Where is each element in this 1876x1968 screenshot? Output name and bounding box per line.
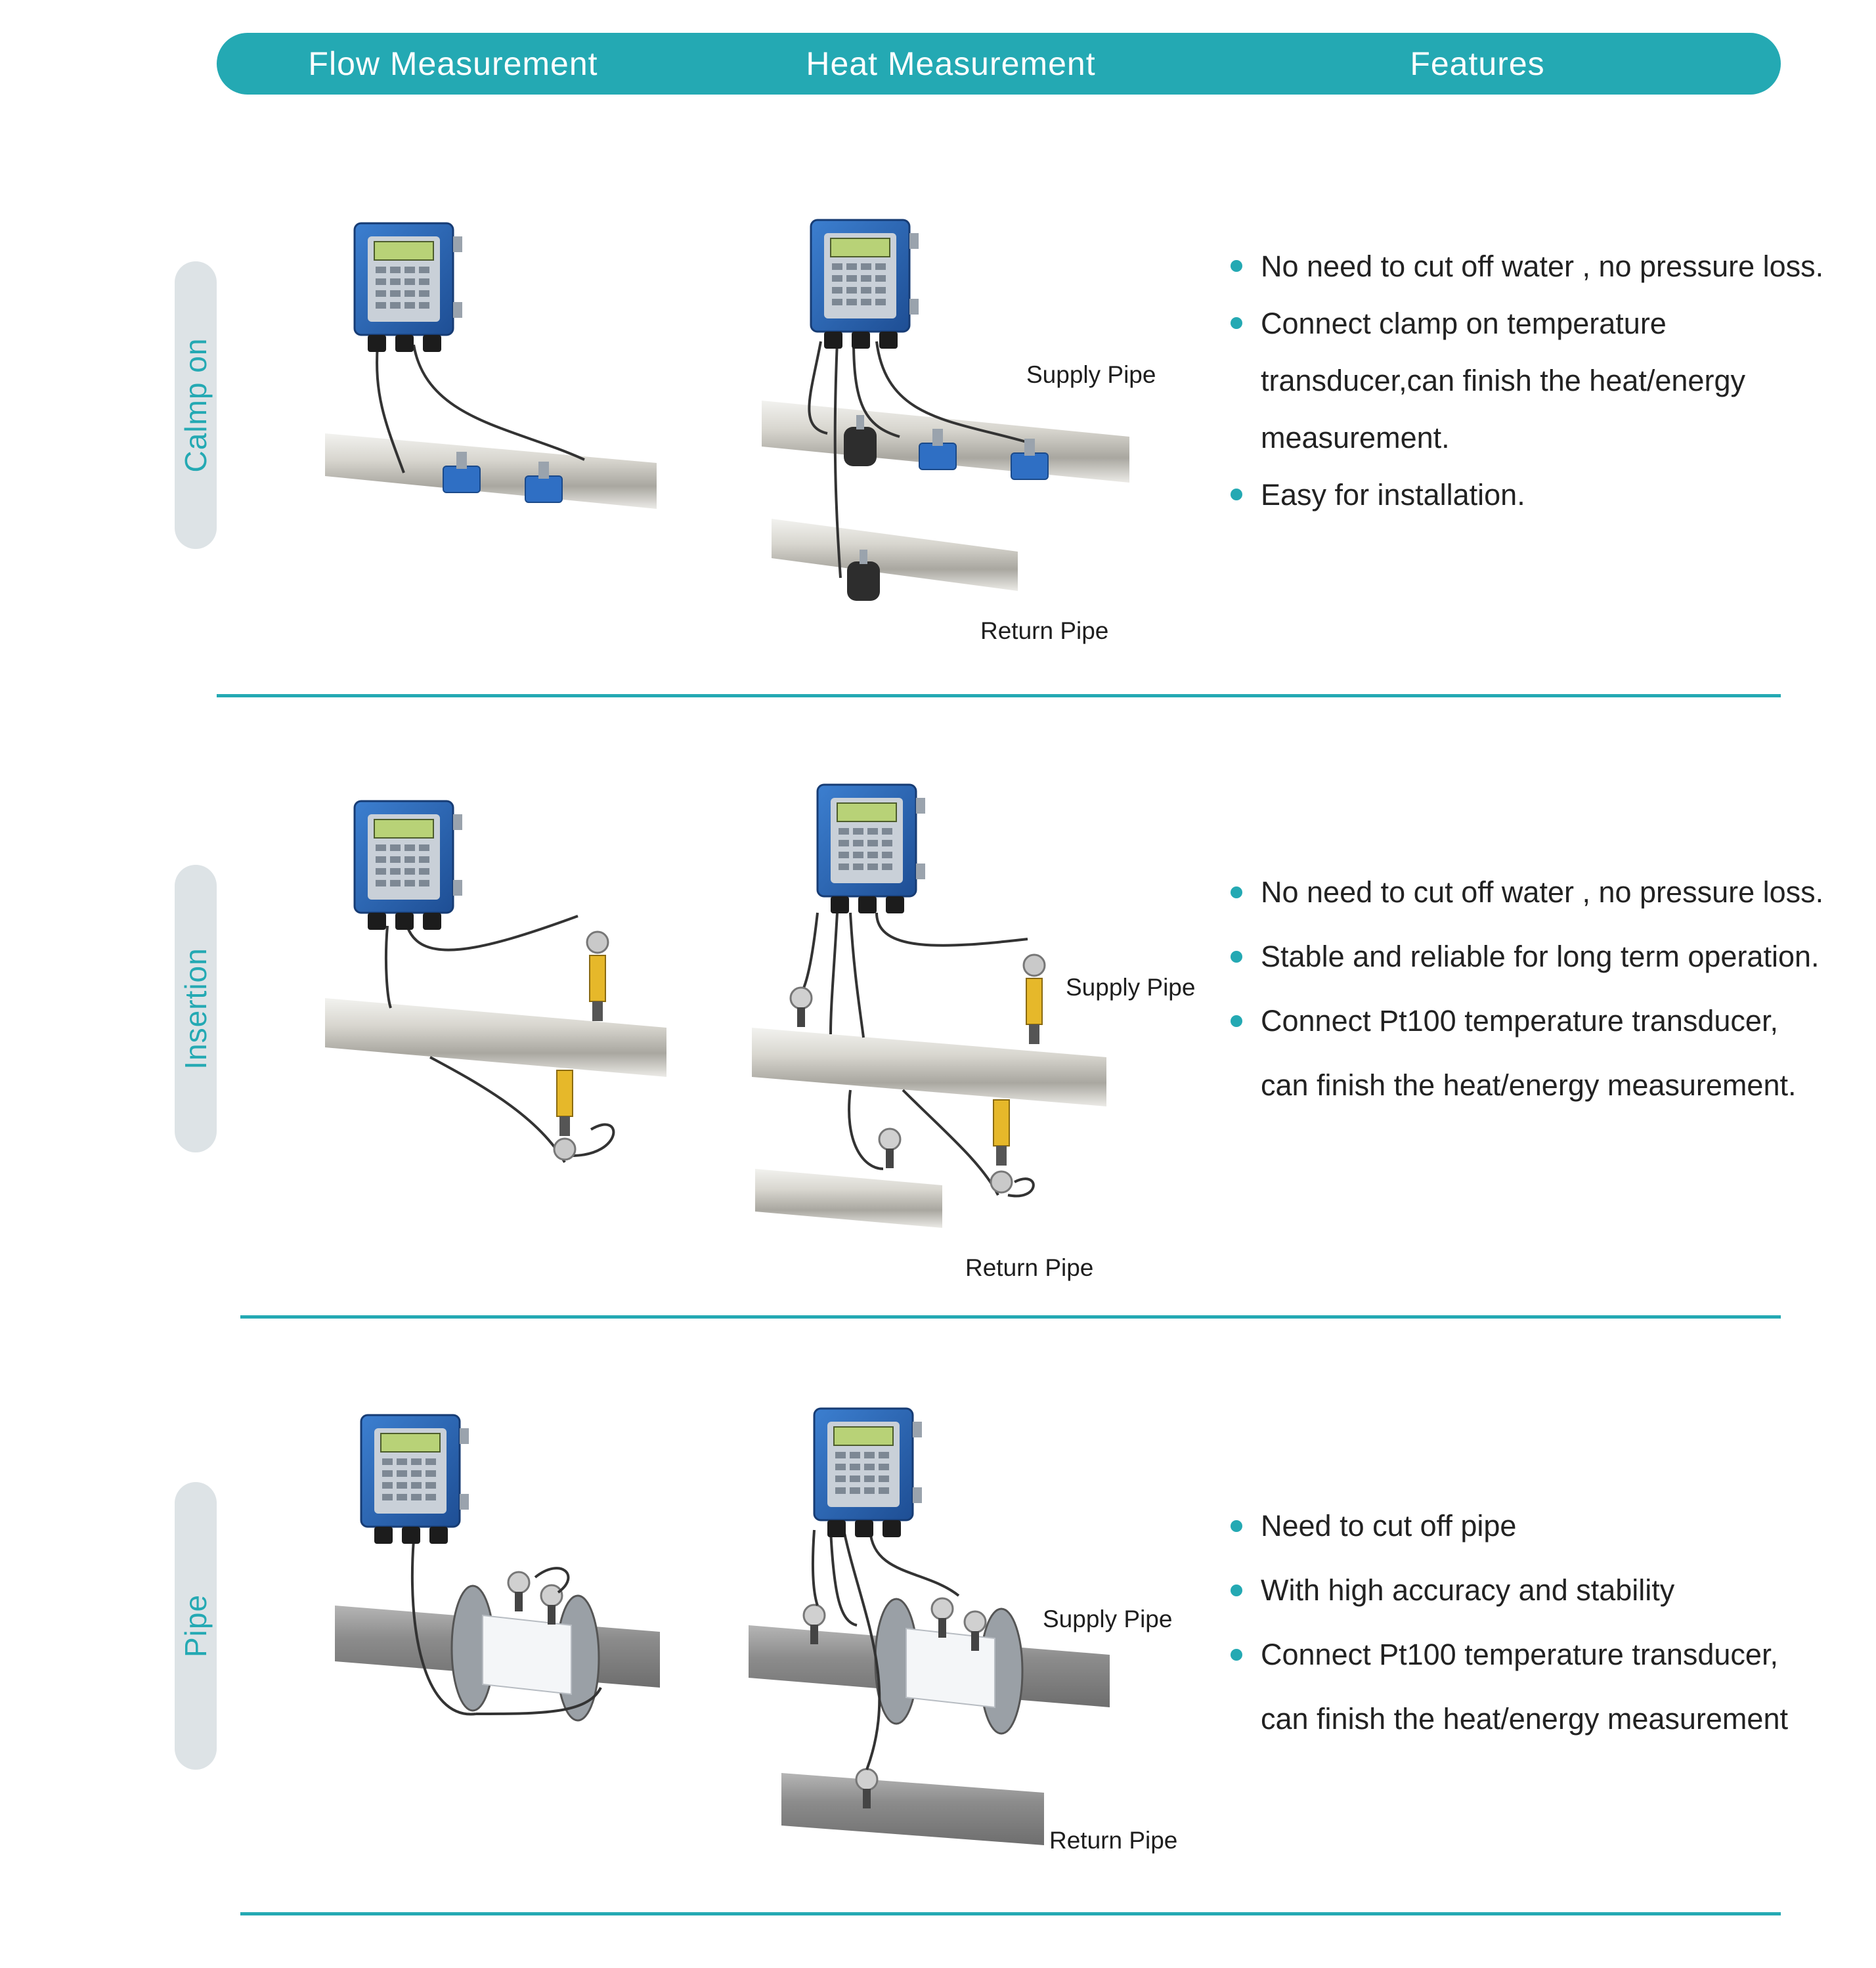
return-pipe-label: Return Pipe: [965, 1254, 1094, 1281]
cable: [410, 1539, 477, 1716]
return-pipe-label: Return Pipe: [1049, 1827, 1178, 1854]
pipe-flow-illustration: [335, 1414, 660, 1722]
heatmeter-device: [810, 219, 920, 350]
insertion-heat-illustration: [752, 783, 1106, 1228]
supply-pipe-label: Supply Pipe: [1043, 1606, 1173, 1632]
flowmeter-device: [360, 1414, 470, 1545]
supply-pipe: [762, 401, 1129, 483]
feature-item: Connect Pt100 temperature transducer,: [1221, 1623, 1832, 1687]
insertion-transducer: [586, 930, 609, 1022]
return-pipe: [772, 519, 1018, 591]
feature-item: Need to cut off pipe: [1221, 1494, 1832, 1558]
bullet-dot: [1231, 1520, 1242, 1532]
temperature-probe: [878, 1127, 902, 1170]
cable: [842, 1529, 881, 1770]
features-list-clamp-on: No need to cut off water , no pressure l…: [1221, 238, 1823, 523]
cable: [852, 341, 900, 438]
bullet-dot: [1231, 951, 1242, 963]
feature-item: Connect Pt100 temperature transducer,: [1221, 989, 1812, 1053]
bullet-dot: [1231, 1585, 1242, 1596]
bullet-dot: [1231, 317, 1242, 329]
header-features: Features: [1410, 45, 1545, 82]
spool-body: [905, 1627, 995, 1709]
bullet-dot: [1231, 1649, 1242, 1661]
row-tab-label: Calmp on: [179, 338, 213, 473]
temperature-probe: [789, 986, 813, 1028]
feature-item: With high accuracy and stability: [1221, 1558, 1832, 1623]
clamp-on-flow-illustration: [325, 222, 657, 509]
row-tab-insertion: Insertion: [175, 865, 217, 1152]
pipe-heat-illustration: [749, 1407, 1110, 1845]
cable: [811, 1529, 819, 1606]
bullet-dot: [1231, 260, 1242, 272]
bullet-dot: [1231, 1015, 1242, 1027]
cable: [875, 341, 1032, 445]
cable: [384, 925, 392, 1009]
flowmeter-device: [353, 800, 464, 931]
row-tab-label: Insertion: [179, 948, 213, 1070]
bullet-dot: [1231, 886, 1242, 898]
cable: [849, 912, 865, 1038]
cable: [475, 1687, 602, 1715]
features-list-insertion: No need to cut off water , no pressure l…: [1221, 860, 1823, 1118]
cable: [848, 1089, 884, 1170]
insertion-transducer: [553, 1070, 577, 1161]
cable: [429, 1056, 566, 1163]
row-tab-clamp-on: Calmp on: [175, 261, 217, 549]
cable: [571, 1123, 615, 1157]
cable: [796, 912, 819, 999]
flowmeter-device: [353, 222, 464, 353]
feature-item: Connect clamp on temperature: [1221, 295, 1812, 352]
column-header-bar: Flow Measurement Heat Measurement Featur…: [217, 33, 1781, 95]
feature-continuation: can finish the heat/energy measurement: [1261, 1702, 1788, 1736]
cable: [833, 341, 842, 579]
cable: [902, 1089, 999, 1196]
feature-continuation: can finish the heat/energy measurement.: [1261, 1068, 1797, 1102]
insertion-flow-illustration: [325, 800, 666, 1163]
cable: [412, 344, 585, 461]
cable: [534, 1567, 570, 1594]
insertion-transducer: [990, 1099, 1013, 1194]
cable: [829, 1529, 858, 1627]
feature-continuation: measurement.: [1261, 421, 1450, 454]
feature-item: No need to cut off water , no pressure l…: [1221, 860, 1823, 925]
heatmeter-device: [816, 783, 927, 915]
main-pipe: [325, 998, 666, 1077]
bullet-dot: [1231, 489, 1242, 500]
row-divider: [240, 1912, 1781, 1915]
cable: [875, 912, 1028, 947]
supply-pipe-label: Supply Pipe: [1066, 974, 1196, 1001]
row-tab-pipe: Pipe: [175, 1482, 217, 1770]
cable: [406, 915, 578, 951]
cable: [808, 341, 828, 435]
spool-body: [482, 1614, 572, 1695]
features-list-pipe: Need to cut off pipe With high accuracy …: [1221, 1494, 1832, 1751]
return-pipe: [781, 1773, 1044, 1845]
heatmeter-device: [813, 1407, 923, 1539]
return-pipe-label: Return Pipe: [980, 617, 1109, 644]
insertion-transducer: [1022, 953, 1046, 1045]
cable: [376, 344, 405, 473]
feature-continuation: transducer,can finish the heat/energy: [1261, 364, 1745, 397]
cable: [869, 1529, 960, 1597]
header-heat-measurement: Heat Measurement: [806, 45, 1096, 82]
header-flow-measurement: Flow Measurement: [308, 45, 598, 82]
pipe-transducer: [507, 1571, 531, 1613]
return-pipe: [755, 1169, 942, 1228]
supply-pipe-label: Supply Pipe: [1026, 361, 1156, 388]
main-pipe: [325, 433, 657, 509]
clamp-on-heat-illustration: [762, 219, 1129, 601]
feature-item: Easy for installation.: [1221, 466, 1812, 523]
cable: [1007, 1177, 1035, 1198]
row-divider: [240, 1315, 1781, 1319]
cable: [829, 912, 839, 1035]
row-divider: [217, 694, 1781, 697]
supply-pipe: [752, 1028, 1106, 1106]
row-tab-label: Pipe: [179, 1594, 213, 1658]
feature-item: No need to cut off water , no pressure l…: [1221, 238, 1823, 295]
feature-item: Stable and reliable for long term operat…: [1221, 925, 1820, 989]
